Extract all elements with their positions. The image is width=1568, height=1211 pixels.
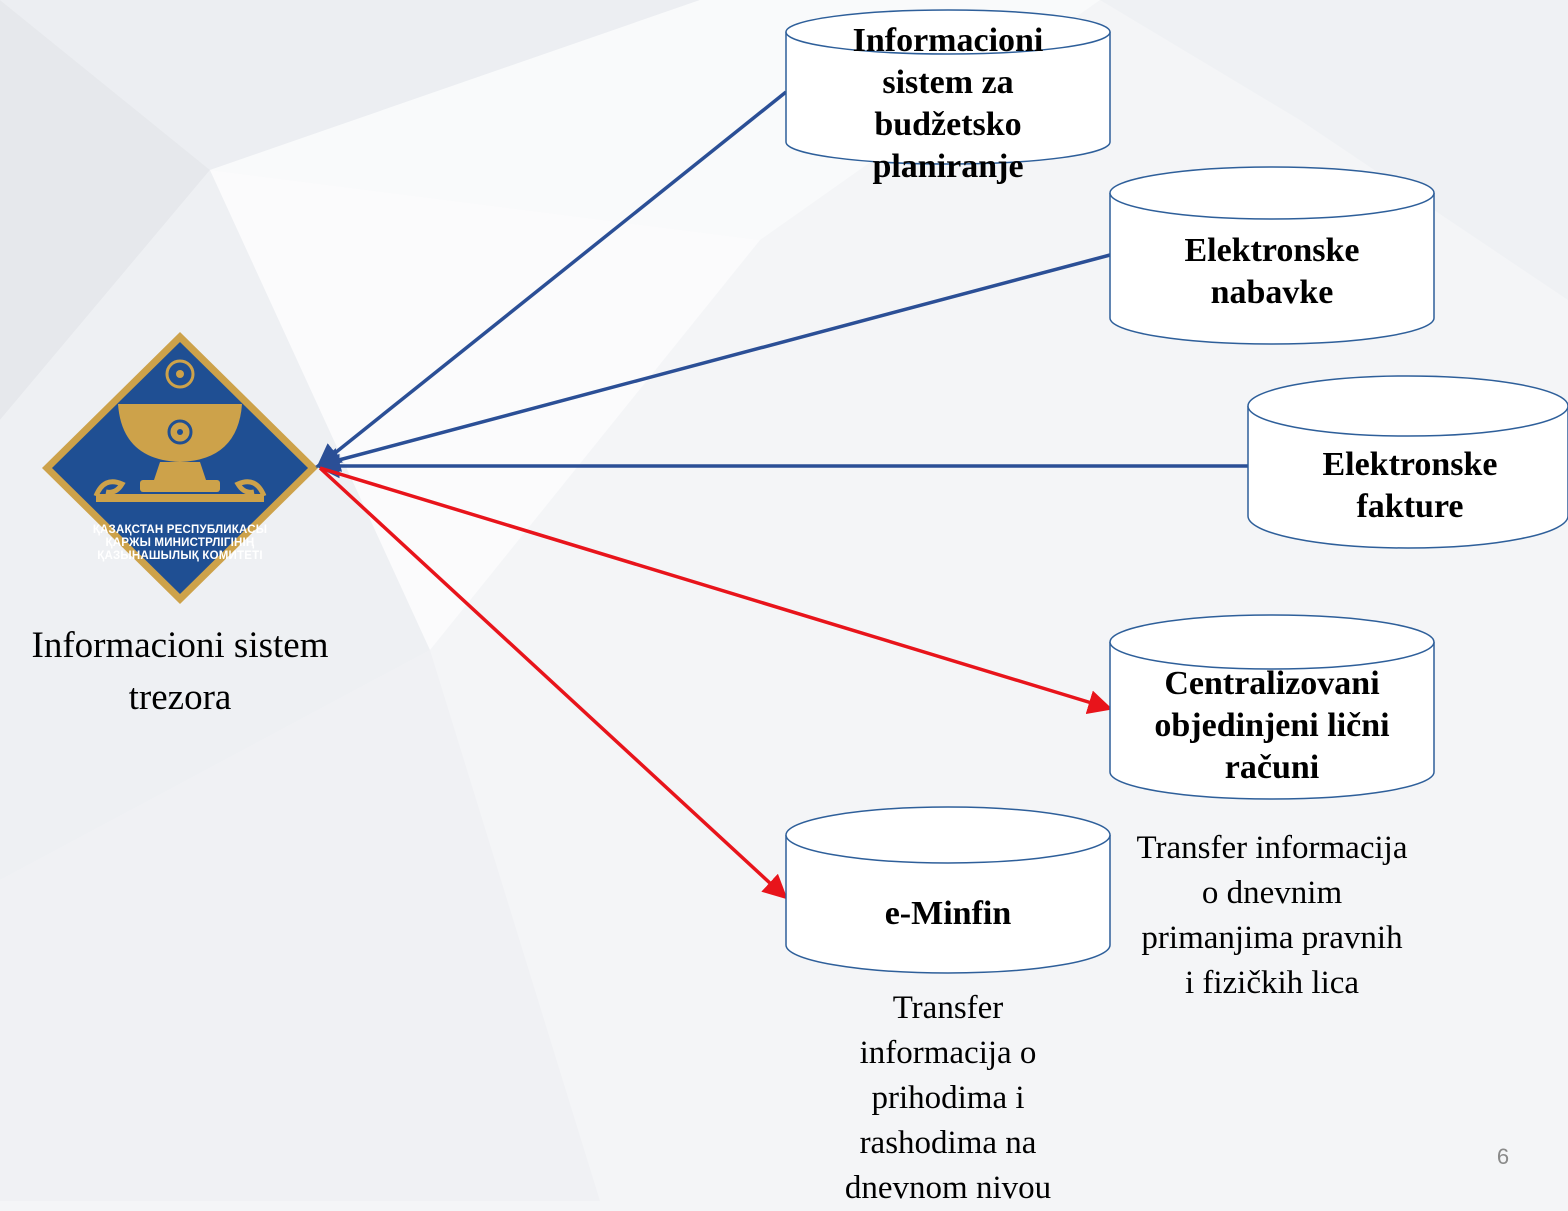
arrow-from-budget-planning — [316, 90, 788, 469]
logo-org-line: ҚАЗАҚСТАН РЕСПУБЛИКАСЫ — [92, 524, 268, 536]
cylinder-e-invoices — [1247, 375, 1568, 549]
label-e-minfin: e-Minfin — [884, 895, 1012, 932]
arrow-to-e-minfin — [318, 466, 788, 900]
arrow-from-e-procurement — [315, 253, 1111, 472]
arrow-to-personal-accounts — [319, 466, 1113, 715]
cylinder-e-minfin — [785, 806, 1111, 974]
cylinder-budget-planning — [785, 9, 1111, 165]
note-e-minfin: Transfer informacija o prihodima i rasho… — [844, 990, 1052, 1206]
logo-caption: Informacioni sistem trezora — [31, 625, 329, 718]
logo-org-line: ҚАРЖЫ МИНИСТРЛІГІНІҢ — [105, 537, 255, 549]
label-budget-planning: Informacioni sistem za budžetsko planira… — [852, 22, 1044, 185]
cylinder-e-procurement — [1109, 166, 1435, 345]
label-personal-accounts: Centralizovani objedinjeni lični računi — [1154, 665, 1390, 786]
logo-org-line: ҚАЗЫНАШЫЛЫҚ КОМИТЕТІ — [97, 550, 263, 562]
note-personal-accounts: Transfer informacija o dnevnim primanjim… — [1136, 830, 1408, 1001]
label-e-procurement: Elektronske nabavke — [1184, 232, 1360, 311]
label-e-invoices: Elektronske fakture — [1322, 446, 1498, 525]
treasury-logo — [42, 332, 318, 604]
cylinder-personal-accounts — [1109, 614, 1435, 800]
logo-org-name: ҚАЗАҚСТАН РЕСПУБЛИКАСЫ ҚАРЖЫ МИНИСТРЛІГІ… — [65, 524, 295, 563]
page-number: 6 — [1496, 1144, 1510, 1169]
